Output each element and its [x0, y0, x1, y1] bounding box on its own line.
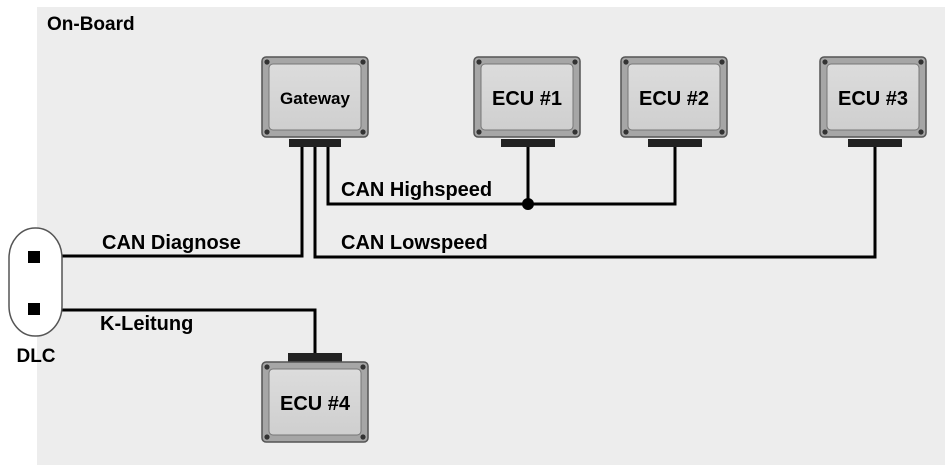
ecu1-module: ECU #1: [473, 56, 581, 147]
ecu3-label: ECU #3: [838, 88, 908, 110]
gateway-module: Gateway: [261, 56, 369, 147]
onboard-title: On-Board: [47, 14, 135, 35]
wire-k-leitung: [36, 308, 317, 355]
gateway-label: Gateway: [280, 89, 350, 108]
can-diagnose-label: CAN Diagnose: [102, 232, 241, 254]
dlc-label: DLC: [16, 346, 55, 367]
wires: [36, 145, 877, 355]
ecu1-label: ECU #1: [492, 88, 562, 110]
can-highspeed-label: CAN Highspeed: [341, 179, 492, 201]
wire-can-lowspeed: [313, 145, 877, 259]
wire-can-diagnose: [36, 145, 304, 258]
wire-can-highspeed: [326, 145, 677, 206]
ecu4-module: ECU #4: [261, 353, 369, 443]
bus-junction-dot: [522, 198, 534, 210]
dlc-pin-can: [28, 251, 40, 263]
k-leitung-label: K-Leitung: [100, 313, 193, 335]
can-lowspeed-label: CAN Lowspeed: [341, 232, 488, 254]
ecu4-label: ECU #4: [280, 393, 351, 415]
ecu3-module: ECU #3: [819, 56, 927, 147]
ecu2-label: ECU #2: [639, 88, 709, 110]
dlc-pin-k: [28, 303, 40, 315]
dlc-connector: DLC: [8, 227, 63, 367]
ecu2-module: ECU #2: [620, 56, 728, 147]
